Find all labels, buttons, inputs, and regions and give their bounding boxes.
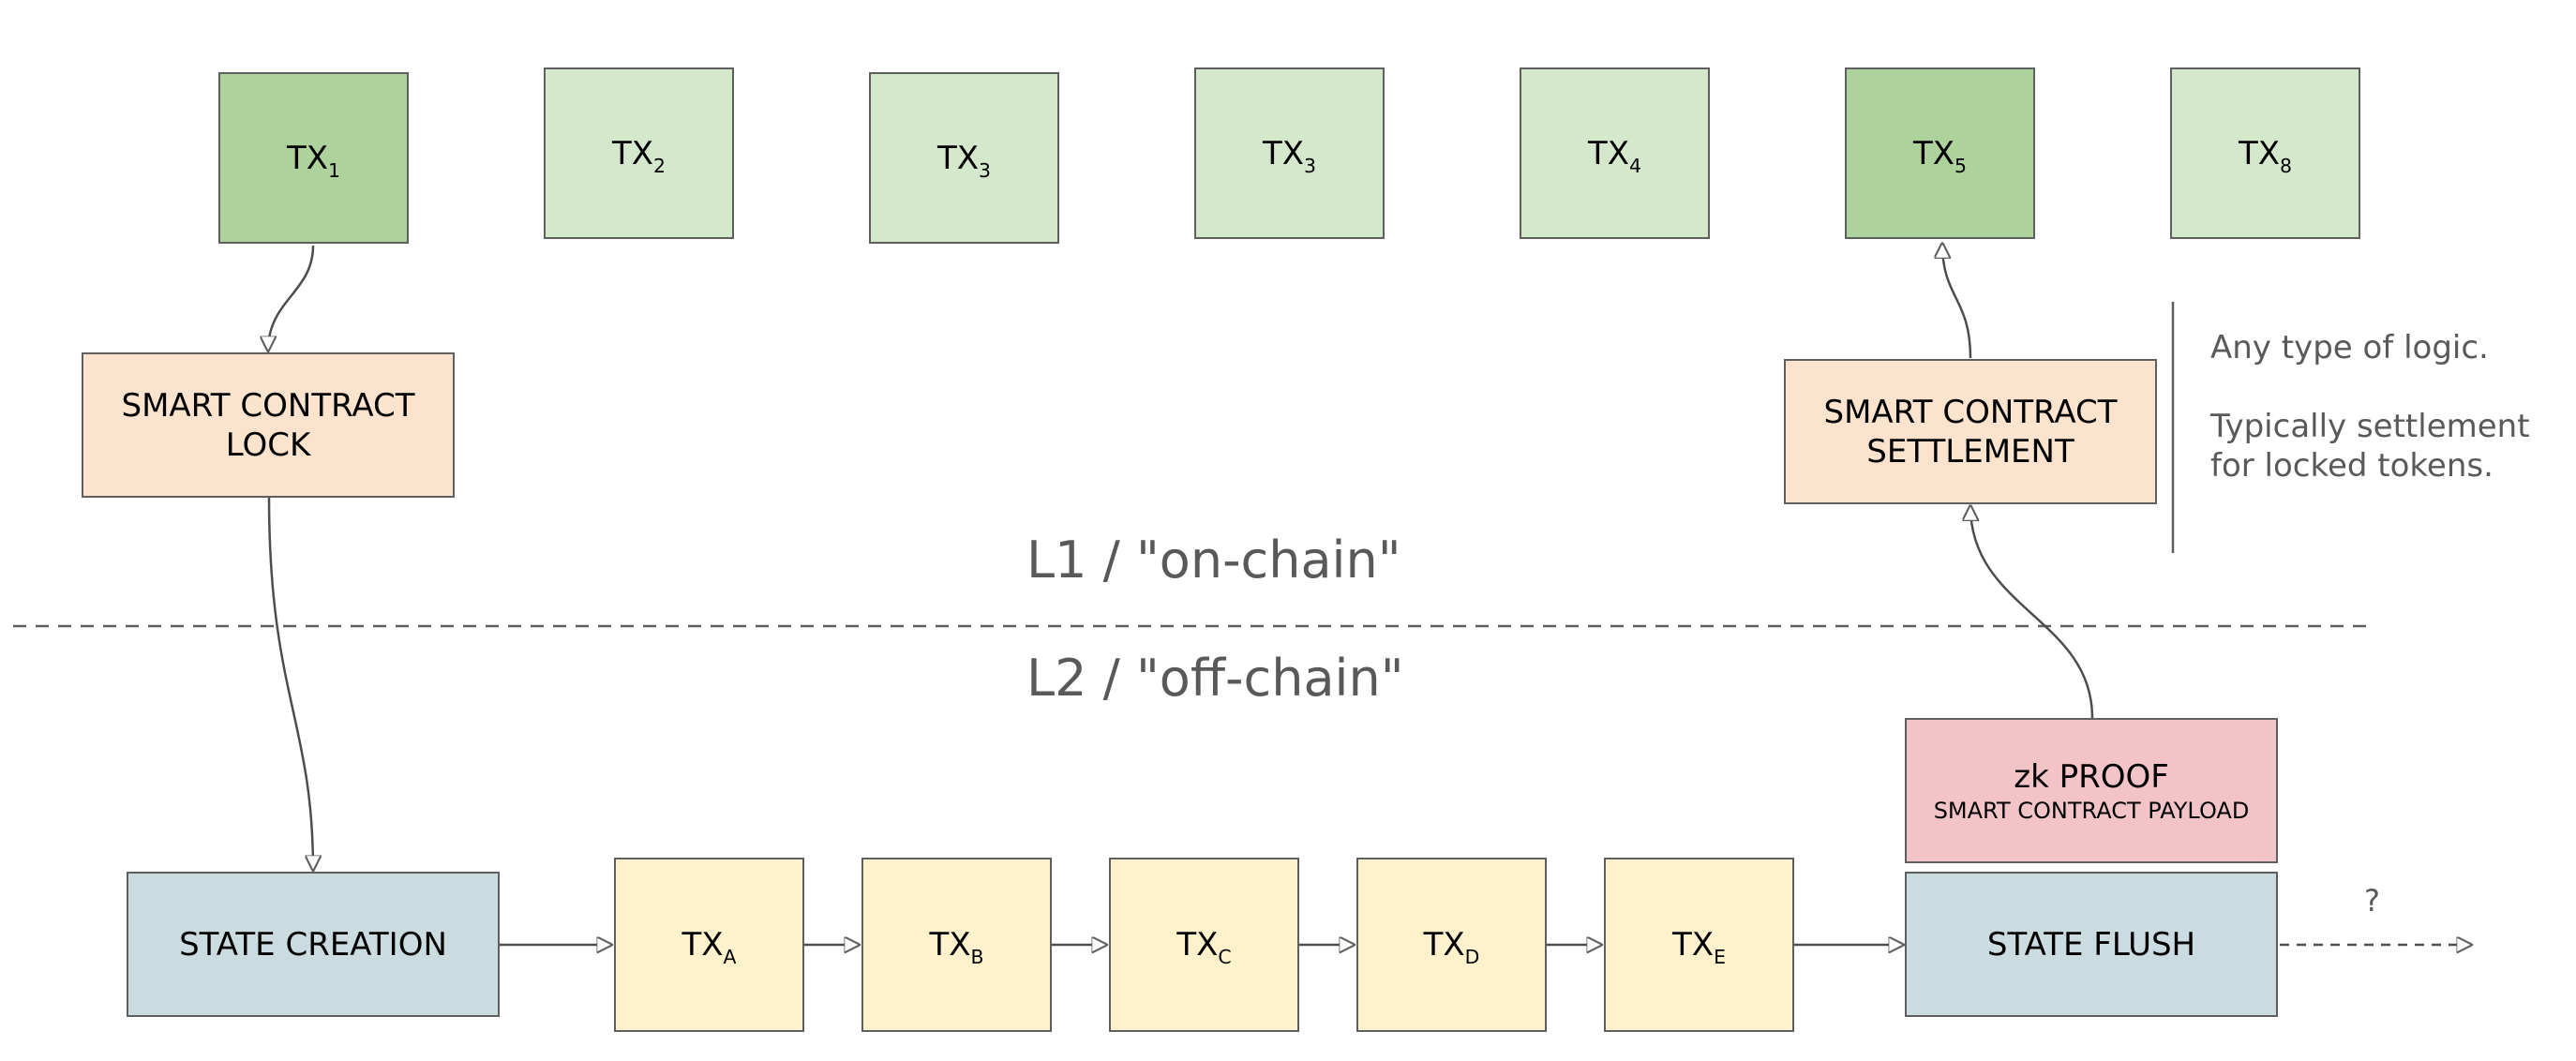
l1-tx-3-label: TX3 xyxy=(936,139,992,182)
smart-contract-settlement-label: SMART CONTRACT SETTLEMENT xyxy=(1823,393,2118,471)
l1-tx-1: TX1 xyxy=(218,72,409,244)
smart-contract-settlement: SMART CONTRACT SETTLEMENT xyxy=(1784,359,2157,504)
arrow-lock-to-state-creation xyxy=(267,496,313,870)
zk-proof-title: zk PROOF xyxy=(2014,757,2169,796)
l2-tx-d: TXD xyxy=(1356,858,1547,1032)
l1-tx-5: TX4 xyxy=(1520,67,1710,239)
l1-tx-1-label: TX1 xyxy=(286,139,341,182)
zk-proof: zk PROOF SMART CONTRACT PAYLOAD xyxy=(1905,718,2278,863)
settlement-note: Any type of logic. Typically settlement … xyxy=(2210,329,2530,485)
l1-tx-4-label: TX3 xyxy=(1262,134,1317,177)
smart-contract-lock-label: SMART CONTRACT LOCK xyxy=(121,386,415,464)
layer-label-l1: L1 / "on-chain" xyxy=(1026,530,1401,590)
l2-tx-b: TXB xyxy=(861,858,1052,1032)
l1-tx-4: TX3 xyxy=(1194,67,1385,239)
l1-tx-7-label: TX8 xyxy=(2238,134,2293,177)
l1-tx-2-label: TX2 xyxy=(611,134,666,177)
zk-proof-subtitle: SMART CONTRACT PAYLOAD xyxy=(1933,797,2250,824)
l1-tx-2: TX2 xyxy=(544,67,734,239)
state-creation: STATE CREATION xyxy=(127,872,500,1017)
arrow-tx1-to-lock xyxy=(268,245,315,351)
l2-tx-d-label: TXD xyxy=(1423,926,1480,969)
l2-tx-a-label: TXA xyxy=(681,926,737,969)
l2-tx-e: TXE xyxy=(1604,858,1794,1032)
l1-tx-3: TX3 xyxy=(869,72,1059,244)
continuation-label: ? xyxy=(2364,883,2380,919)
l2-tx-c-label: TXC xyxy=(1176,926,1232,969)
l2-tx-b-label: TXB xyxy=(929,926,984,969)
state-flush: STATE FLUSH xyxy=(1905,872,2278,1017)
smart-contract-lock: SMART CONTRACT LOCK xyxy=(82,352,455,498)
l1-tx-6: TX5 xyxy=(1845,67,2035,239)
l1-tx-6-label: TX5 xyxy=(1912,134,1968,177)
l1-tx-7: TX8 xyxy=(2170,67,2360,239)
arrow-settlement-to-tx5 xyxy=(1942,244,1972,359)
l2-tx-a: TXA xyxy=(614,858,804,1032)
l1-tx-5-label: TX4 xyxy=(1587,134,1642,177)
l2-tx-e-label: TXE xyxy=(1672,926,1726,969)
arrow-proof-to-settlement xyxy=(1970,506,2094,719)
layer-label-l2: L2 / "off-chain" xyxy=(1026,649,1404,708)
l2-tx-c: TXC xyxy=(1109,858,1299,1032)
